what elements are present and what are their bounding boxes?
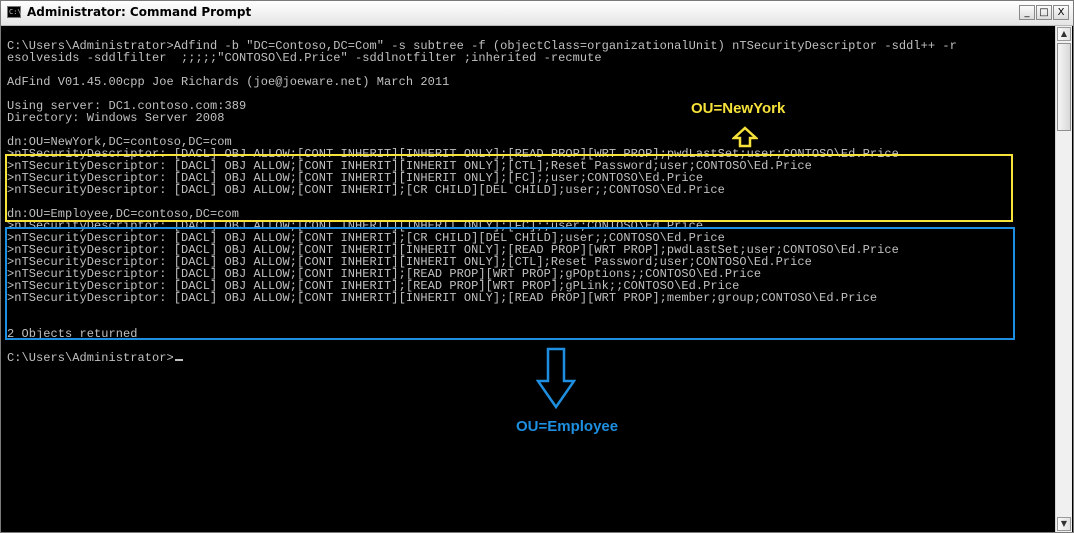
arrow-down-icon: [536, 347, 576, 409]
scroll-down-icon[interactable]: ▼: [1057, 517, 1071, 531]
console-line: C:\Users\Administrator>: [7, 352, 957, 364]
console-line: >nTSecurityDescriptor: [DACL] OBJ ALLOW;…: [7, 291, 878, 305]
console-line: >nTSecurityDescriptor: [DACL] OBJ ALLOW;…: [7, 171, 704, 185]
vertical-scrollbar[interactable]: ▲ ▼: [1055, 26, 1072, 532]
window-title: Administrator: Command Prompt: [27, 5, 252, 19]
console-line: C:\Users\Administrator>Adfind -b "DC=Con…: [7, 39, 957, 53]
console-line: AdFind V01.45.00cpp Joe Richards (joe@jo…: [7, 75, 450, 89]
console-line: >nTSecurityDescriptor: [DACL] OBJ ALLOW;…: [7, 183, 725, 197]
console-line: 2 Objects returned: [7, 327, 138, 341]
console-line: >nTSecurityDescriptor: [DACL] OBJ ALLOW;…: [7, 231, 725, 245]
employee-annotation-label: OU=Employee: [516, 418, 619, 435]
text-cursor: [174, 359, 183, 361]
terminal-text: C:\Users\Administrator>Adfind -b "DC=Con…: [7, 40, 957, 364]
console-line: >nTSecurityDescriptor: [DACL] OBJ ALLOW;…: [7, 243, 899, 257]
cmd-icon: C:\: [7, 6, 22, 18]
console-line: >nTSecurityDescriptor: [DACL] OBJ ALLOW;…: [7, 255, 812, 269]
scroll-up-icon[interactable]: ▲: [1057, 27, 1071, 41]
console-output[interactable]: C:\Users\Administrator>Adfind -b "DC=Con…: [3, 26, 1054, 532]
employee-highlight-box: [5, 227, 1015, 340]
title-bar[interactable]: C:\ Administrator: Command Prompt _ □ X: [1, 1, 1073, 26]
newyork-highlight-box: [5, 154, 1013, 222]
console-line: Directory: Windows Server 2008: [7, 111, 225, 125]
scroll-thumb[interactable]: [1057, 43, 1071, 131]
arrow-up-icon: [732, 126, 758, 148]
console-line: >nTSecurityDescriptor: [DACL] OBJ ALLOW;…: [7, 159, 812, 173]
console-line: dn:OU=NewYork,DC=contoso,DC=com: [7, 135, 232, 149]
newyork-annotation-label: OU=NewYork: [691, 100, 786, 117]
maximize-button[interactable]: □: [1036, 5, 1052, 20]
console-line: Using server: DC1.contoso.com:389: [7, 99, 247, 113]
console-line: >nTSecurityDescriptor: [DACL] OBJ ALLOW;…: [7, 267, 762, 281]
console-line: >nTSecurityDescriptor: [DACL] OBJ ALLOW;…: [7, 219, 704, 233]
console-line: dn:OU=Employee,DC=contoso,DC=com: [7, 207, 240, 221]
console-line: esolvesids -sddlfilter ;;;;;"CONTOSO\Ed.…: [7, 51, 602, 65]
minimize-button[interactable]: _: [1019, 5, 1035, 20]
console-line: >nTSecurityDescriptor: [DACL] OBJ ALLOW;…: [7, 279, 740, 293]
close-button[interactable]: X: [1053, 5, 1069, 20]
